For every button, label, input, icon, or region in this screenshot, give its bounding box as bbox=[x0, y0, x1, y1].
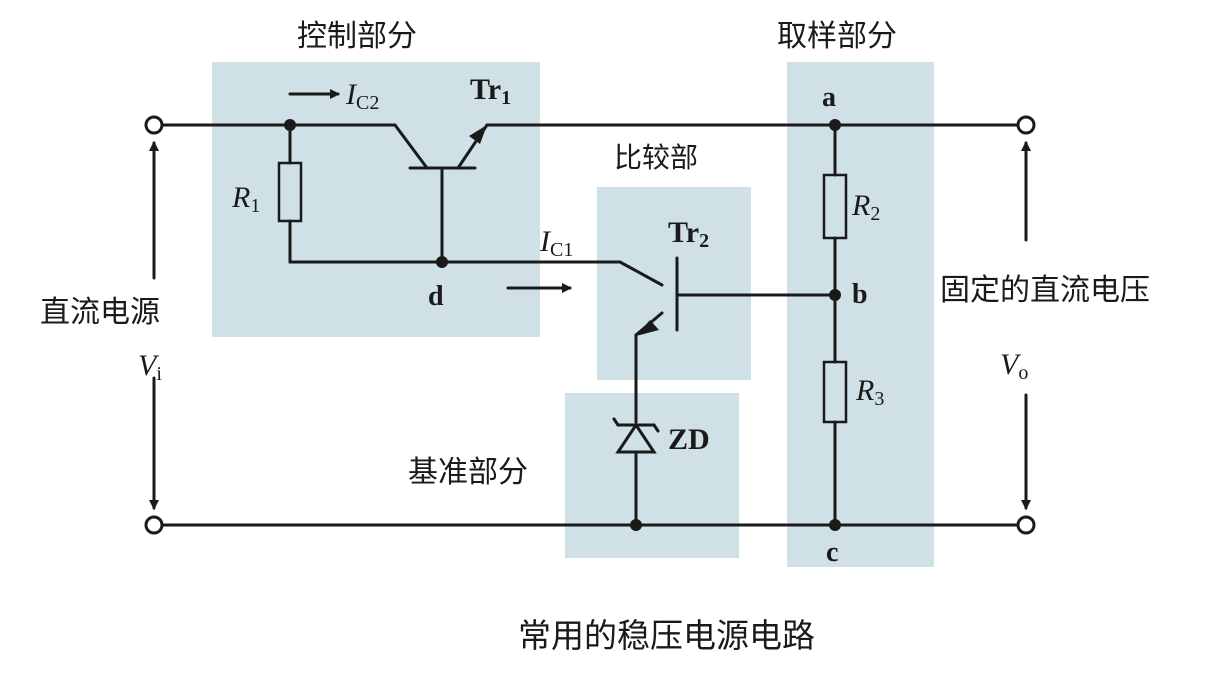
node-label-b: b bbox=[852, 279, 868, 310]
label-vi: Vi bbox=[138, 349, 162, 385]
input-terminal-top bbox=[144, 115, 164, 135]
sampling-section-region bbox=[787, 62, 934, 567]
junction-dot-b bbox=[829, 289, 841, 301]
diagram-caption: 常用的稳压电源电路 bbox=[518, 616, 815, 655]
comparison-section-region bbox=[597, 187, 751, 380]
label-zd: ZD bbox=[668, 423, 710, 456]
control-section-region bbox=[212, 62, 540, 337]
zd-cathode-bend-left bbox=[612, 417, 620, 427]
junction-dot bbox=[284, 119, 296, 131]
reference-section-region bbox=[565, 393, 739, 558]
node-label-d: d bbox=[428, 281, 444, 312]
label-tr1: Tr1 bbox=[470, 73, 511, 109]
junction-dot bbox=[630, 519, 642, 531]
label-sampling-section: 取样部分 bbox=[777, 19, 897, 54]
junction-dot-c bbox=[829, 519, 841, 531]
label-comparison-section: 比较部 bbox=[614, 141, 698, 174]
junction-dot-a bbox=[829, 119, 841, 131]
zd-cathode-bend-right bbox=[652, 423, 660, 433]
label-r1: R1 bbox=[231, 181, 260, 217]
node-label-c: c bbox=[826, 537, 838, 568]
label-r3: R3 bbox=[855, 374, 884, 410]
tr1-collector bbox=[393, 123, 429, 170]
label-dc-source: 直流电源 bbox=[40, 295, 160, 330]
junction-dot-d bbox=[436, 256, 448, 268]
label-control-section: 控制部分 bbox=[297, 19, 417, 54]
label-reference-section: 基准部分 bbox=[408, 455, 528, 490]
label-fixed-dc-voltage: 固定的直流电压 bbox=[940, 273, 1150, 308]
tr2-emitter-arrowhead bbox=[636, 320, 659, 336]
label-vo: Vo bbox=[1000, 348, 1028, 384]
input-terminal-bottom bbox=[144, 515, 164, 535]
tr2-collector bbox=[618, 260, 664, 287]
tr1-emitter-arrow bbox=[469, 125, 487, 144]
label-tr2: Tr2 bbox=[668, 216, 709, 252]
label-r2: R2 bbox=[851, 189, 880, 225]
output-terminal-bottom bbox=[1016, 515, 1036, 535]
output-terminal-top bbox=[1016, 115, 1036, 135]
label-ic2: IC2 bbox=[345, 78, 379, 114]
node-label-a: a bbox=[822, 82, 836, 113]
label-ic1: IC1 bbox=[539, 225, 573, 261]
